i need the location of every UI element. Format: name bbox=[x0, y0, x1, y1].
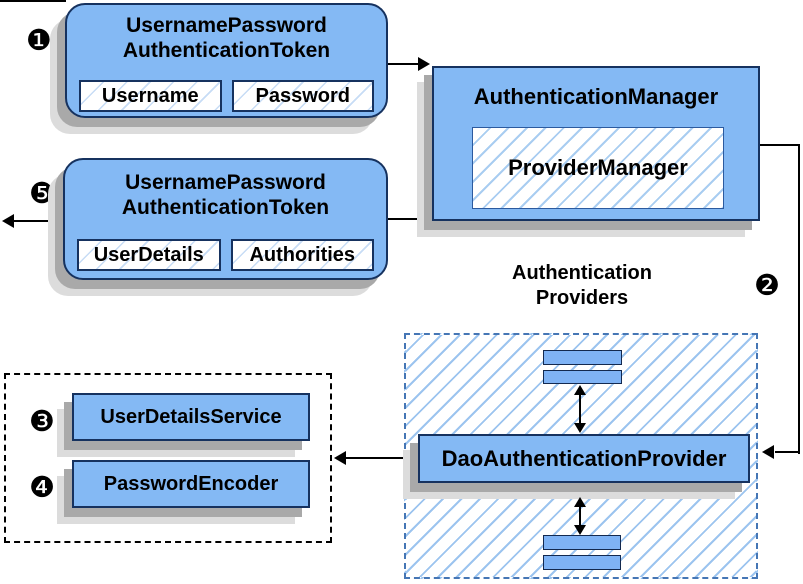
arrowhead-right-icon bbox=[418, 57, 430, 71]
connector-manager-to-provider-h2 bbox=[775, 451, 800, 453]
connector-dao-to-providers-top bbox=[579, 393, 581, 424]
dao-collaborators-group bbox=[4, 373, 332, 543]
provider-placeholder-bar bbox=[543, 535, 621, 550]
connector-dao-to-providers-bottom bbox=[579, 505, 581, 526]
provider-placeholder-bar bbox=[543, 350, 622, 365]
token-fields: Username Password bbox=[79, 80, 374, 112]
node-dao-authentication-provider: DaoAuthenticationProvider bbox=[418, 434, 750, 483]
step-3-marker: ❸ bbox=[29, 404, 55, 438]
step-5-marker: ❺ bbox=[29, 176, 55, 210]
node-authentication-manager: AuthenticationManager ProviderManager bbox=[432, 66, 760, 221]
connector-manager-to-provider-h bbox=[760, 144, 800, 146]
connector-incoming-request bbox=[0, 0, 66, 2]
field-password: Password bbox=[231, 80, 374, 112]
arrowhead-left-icon bbox=[334, 451, 346, 465]
node-title: UsernamePassword AuthenticationToken bbox=[122, 14, 331, 62]
step-1-marker: ❶ bbox=[26, 23, 52, 57]
arrowhead-left-icon bbox=[762, 445, 774, 459]
field-username: Username bbox=[79, 80, 222, 112]
field-authorities: Authorities bbox=[230, 239, 374, 271]
node-title: AuthenticationManager bbox=[473, 84, 719, 109]
connector-token-to-manager bbox=[388, 63, 419, 65]
connector-result-outgoing bbox=[14, 220, 63, 222]
arrowhead-up-icon bbox=[574, 497, 586, 507]
node-password-encoder: PasswordEncoder bbox=[72, 460, 310, 508]
arrowhead-up-icon bbox=[574, 385, 586, 395]
provider-placeholder-bar bbox=[543, 370, 622, 384]
connector-manager-to-result-token bbox=[388, 218, 432, 220]
arrowhead-down-icon bbox=[574, 525, 586, 535]
connector-dao-to-collaborators bbox=[346, 457, 418, 459]
node-username-password-authentication-token-result: UsernamePassword AuthenticationToken Use… bbox=[63, 158, 388, 280]
node-user-details-service: UserDetailsService bbox=[72, 393, 310, 441]
node-username-password-authentication-token-request: UsernamePassword AuthenticationToken Use… bbox=[65, 3, 388, 118]
arrowhead-left-icon bbox=[2, 214, 14, 228]
provider-placeholder-bar bbox=[543, 555, 621, 570]
step-4-marker: ❹ bbox=[29, 470, 55, 504]
token-fields: UserDetails Authorities bbox=[77, 239, 374, 271]
node-provider-manager: ProviderManager bbox=[472, 127, 724, 209]
arrowhead-down-icon bbox=[574, 423, 586, 433]
node-title: UsernamePassword AuthenticationToken bbox=[121, 171, 330, 219]
step-2-marker: ❷ bbox=[754, 268, 780, 302]
field-user-details: UserDetails bbox=[77, 239, 221, 271]
connector-manager-to-provider-v bbox=[798, 144, 800, 454]
authentication-providers-label: Authentication Providers bbox=[512, 262, 652, 309]
